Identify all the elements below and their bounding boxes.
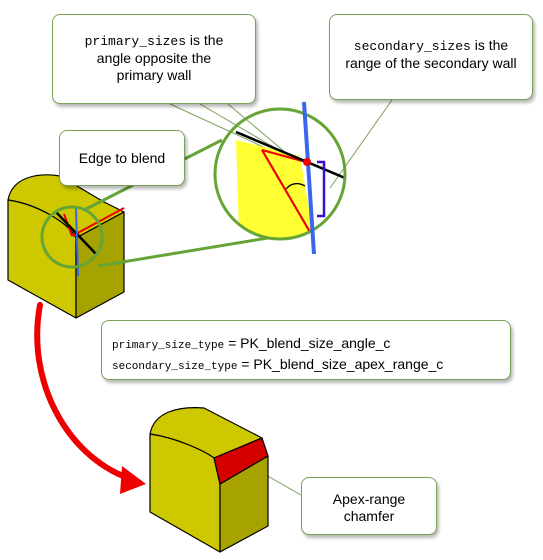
callout-edge-to-blend: Edge to blend bbox=[59, 130, 185, 186]
primary-size-type-code: primary_size_type bbox=[112, 340, 225, 352]
magnifier-large bbox=[213, 107, 347, 241]
chamfer-face bbox=[213, 437, 269, 485]
magnifier-small bbox=[40, 205, 104, 269]
leader-primary-c bbox=[227, 103, 293, 159]
chamfer-label-2: chamfer bbox=[343, 508, 395, 524]
range-bracket bbox=[317, 160, 326, 218]
secondary-sizes-text-1: is the bbox=[470, 37, 509, 53]
edge-to-blend-label: Edge to blend bbox=[78, 150, 166, 166]
primary-sizes-text-3: primary wall bbox=[116, 67, 192, 83]
arrow-shaft bbox=[34, 302, 131, 481]
primary-size-type-value: = PK_blend_size_angle_c bbox=[224, 335, 391, 351]
magnifier-connector-bottom bbox=[97, 234, 281, 268]
primary-wall-red-line bbox=[261, 149, 311, 233]
block-after bbox=[149, 407, 269, 553]
arrow-head bbox=[120, 466, 146, 494]
primary-sizes-text-1: is the bbox=[186, 32, 224, 48]
secondary-size-type-code: secondary_size_type bbox=[112, 361, 238, 373]
secondary-wall-black-line bbox=[235, 130, 345, 188]
secondary-sizes-text-2: range of the secondary wall bbox=[345, 55, 517, 71]
primary-sizes-text-2: angle opposite the bbox=[96, 50, 212, 66]
primary-sizes-code: primary_sizes bbox=[84, 34, 187, 49]
axis-blue-line bbox=[302, 101, 316, 255]
block-before-blue-line bbox=[75, 207, 79, 277]
callout-apex-range-chamfer: Apex-range chamfer bbox=[301, 477, 437, 535]
apex-dot bbox=[303, 158, 311, 166]
angle-arc bbox=[285, 182, 306, 190]
secondary-sizes-code: secondary_sizes bbox=[353, 39, 471, 54]
leader-secondary bbox=[329, 99, 393, 189]
magnifier-detail bbox=[213, 101, 347, 255]
callout-size-types: primary_size_type = PK_blend_size_angle_… bbox=[101, 320, 511, 380]
secondary-size-type-value: = PK_blend_size_apex_range_c bbox=[237, 356, 444, 372]
chamfer-label-1: Apex-range bbox=[332, 491, 406, 507]
leader-primary-a bbox=[169, 103, 271, 151]
edge-red-line bbox=[261, 148, 307, 164]
leader-primary-b bbox=[199, 103, 283, 153]
callout-primary-sizes: primary_sizes is the angle opposite the … bbox=[52, 14, 256, 104]
block-before bbox=[7, 174, 125, 319]
transform-arrow bbox=[34, 302, 146, 494]
callout-secondary-sizes: secondary_sizes is the range of the seco… bbox=[329, 14, 533, 100]
callout-leaders bbox=[169, 99, 393, 496]
primary-wall-face bbox=[236, 140, 318, 239]
